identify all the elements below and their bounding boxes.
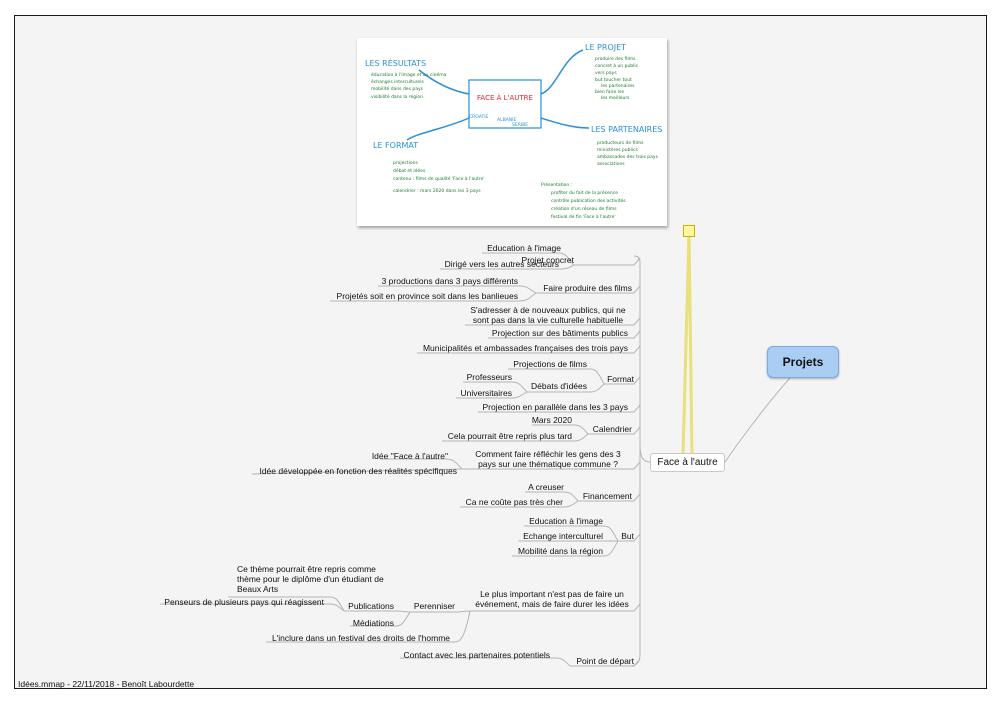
sketch-resultats: LES RÉSULTATS [365,57,426,68]
node-penseurs[interactable]: Penseurs de plusieurs pays qui réagissen… [164,597,324,607]
node-publications[interactable]: Publications [348,601,394,611]
node-projections-films[interactable]: Projections de films [513,359,587,369]
node-faire-produire[interactable]: Faire produire des films [543,283,632,293]
attachment-handle[interactable] [683,225,695,237]
svg-text:vers pays: vers pays [595,70,617,76]
node-professeurs[interactable]: Professeurs [466,372,512,382]
svg-text:SERBIE: SERBIE [512,122,528,128]
svg-text:produire des films: produire des films [595,56,636,62]
svg-text:les partenaires: les partenaires [601,83,635,89]
node-format[interactable]: Format [607,374,634,384]
node-point-depart[interactable]: Point de départ [576,656,634,666]
node-financement[interactable]: Financement [582,491,632,501]
svg-text:associations: associations [597,161,625,167]
handwritten-sketch: FACE À L'AUTRE CROATIE ALBANIE SERBIE LE… [365,43,662,220]
svg-text:visibilité dans la région: visibilité dans la région [371,93,423,100]
svg-text:projections: projections [393,160,418,166]
svg-text:ministères publics: ministères publics [597,146,638,153]
node-festival[interactable]: L'inclure dans un festival des droits de… [271,633,450,643]
sketch-partenaires: LES PARTENAIRES [591,125,662,134]
node-ne-coute[interactable]: Ca ne coûte pas très cher [465,497,563,507]
sketch-format: LE FORMAT [373,141,418,150]
node-calendrier[interactable]: Calendrier [592,424,632,434]
svg-text:producteurs de films: producteurs de films [597,140,644,146]
node-mars-2020[interactable]: Mars 2020 [531,415,572,425]
svg-text:festival de fin 'Face à l'autr: festival de fin 'Face à l'autre' [551,213,616,220]
node-dirige-secteurs[interactable]: Dirigé vers les autres secteurs [444,259,559,269]
svg-text:échanges interculturels: échanges interculturels [371,78,424,85]
svg-text:calendrier : mars 2020 dans le: calendrier : mars 2020 dans les 3 pays [393,188,481,194]
node-idee-face[interactable]: Idée "Face à l'autre" [371,451,448,461]
node-mediations[interactable]: Médiations [352,618,394,628]
node-contact[interactable]: Contact avec les partenaires potentiels [403,650,550,660]
sketch-image: FACE À L'AUTRE CROATIE ALBANIE SERBIE LE… [357,38,667,226]
central-node-face-a-lautre[interactable]: Face à l'autre [650,453,725,472]
sketch-projet: LE PROJET [585,43,626,52]
svg-text:CROATIE: CROATIE [469,114,489,120]
node-projection-batiments[interactable]: Projection sur des bâtiments publics [491,328,628,338]
root-node-projets[interactable]: Projets [767,346,839,378]
node-trois-productions[interactable]: 3 productions dans 3 pays différents [381,276,518,286]
node-repris-tard[interactable]: Cela pourrait être repris plus tard [447,431,572,441]
node-but[interactable]: But [621,531,634,541]
svg-text:ambassades des trois pays: ambassades des trois pays [597,154,659,160]
svg-text:création d'un réseau de films: création d'un réseau de films [551,205,617,212]
node-idee-developpee[interactable]: Idée développée en fonction des réalités… [259,466,457,476]
svg-text:profiter du fait de la présenc: profiter du fait de la présence [551,189,618,196]
node-projection-parallele[interactable]: Projection en parallèle dans les 3 pays [482,402,628,412]
svg-text:débat et idées: débat et idées [393,167,426,174]
svg-text:éducation à l'image et au ciné: éducation à l'image et au cinéma [371,71,447,78]
svg-text:bien faire les: bien faire les [595,89,625,95]
node-education-image-2[interactable]: Education à l'image [529,516,603,526]
sketch-center-title: FACE À L'AUTRE [477,93,533,102]
node-projet-concret[interactable]: Projet concret [521,255,574,265]
svg-text:contrôle publication des activ: contrôle publication des activités [551,197,626,204]
node-mobilite[interactable]: Mobilité dans la région [517,546,603,556]
svg-text:Présentation :: Présentation : [541,181,572,188]
svg-text:contenu : films de qualité 'Fa: contenu : films de qualité 'Face à l'aut… [393,175,485,182]
node-municipalites[interactable]: Municipalités et ambassades françaises d… [422,343,628,353]
node-debats-idees[interactable]: Débats d'idées [531,381,587,391]
node-universitaires[interactable]: Universitaires [460,388,513,398]
svg-text:concret à un public: concret à un public [595,62,639,69]
svg-text:but toucher tout: but toucher tout [595,77,632,83]
node-projetes-province[interactable]: Projetés soit en province soit dans les … [336,291,518,301]
svg-text:mobilité dans des pays: mobilité dans des pays [371,85,424,92]
node-a-creuser[interactable]: A creuser [528,482,564,492]
node-sadresser[interactable]: S'adresser à de nouveaux publics, qui ne… [470,305,626,325]
svg-text:les meilleurs: les meilleurs [601,95,630,101]
svg-text:ALBANIE: ALBANIE [497,117,516,123]
node-perenniser[interactable]: Perenniser [413,601,455,611]
footer-filename: Idées.mmap - 22/11/2018 - Benoît Labourd… [18,679,195,689]
node-echange[interactable]: Echange interculturel [523,531,603,541]
node-education-image[interactable]: Education à l'image [487,243,561,253]
